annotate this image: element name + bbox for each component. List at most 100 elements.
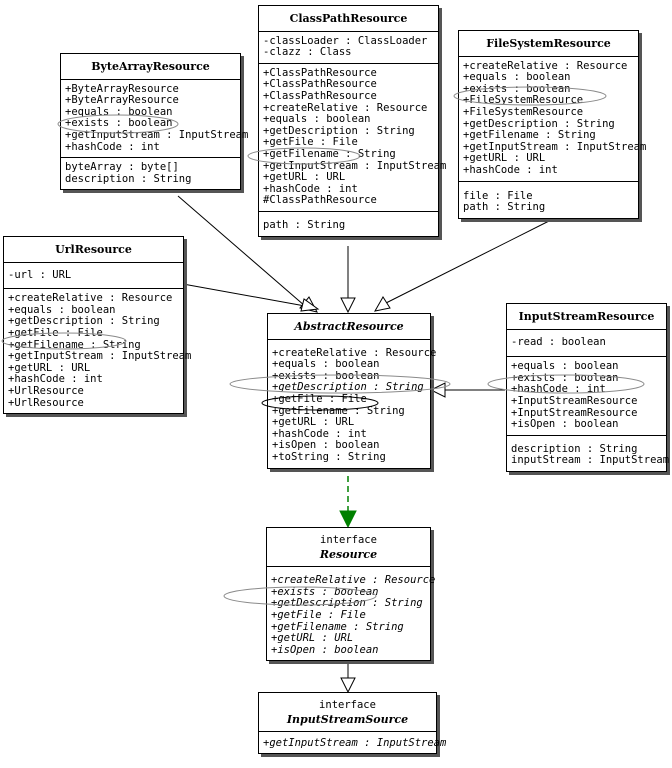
method: +ByteArrayResource [65, 94, 179, 107]
method: +getDescription : String [8, 315, 160, 328]
interface-inputstreamsource: interface InputStreamSource +getInputStr… [258, 692, 446, 754]
method: +ByteArrayResource [65, 82, 179, 95]
method: +getInputStream : InputStream [463, 140, 647, 153]
method: +getURL : URL [271, 632, 354, 645]
methods-section: +createRelative : Resource +equals : boo… [459, 57, 647, 182]
bytearray-generalization-line [177, 195, 306, 307]
classpath-generalization-arrowhead [340, 297, 356, 314]
method: +isOpen : boolean [272, 439, 380, 452]
resource-realization-arrowhead [339, 510, 357, 529]
field: -clazz : Class [263, 46, 352, 59]
interface-resource: interface Resource +createRelative : Res… [266, 527, 436, 662]
method: +getURL : URL [263, 171, 346, 184]
class-name: AbstractResource [268, 314, 430, 340]
method: +createRelative : Resource [271, 574, 436, 587]
class-classpath-resource: ClassPathResource -classLoader : ClassLo… [258, 5, 447, 237]
inputstreamsource-generalization-arrowhead [340, 677, 356, 694]
class-name: ByteArrayResource [61, 54, 240, 80]
method: +InputStreamResource [511, 394, 638, 407]
method: +hashCode : int [263, 182, 358, 195]
methods-section: +ByteArrayResource +ByteArrayResource +e… [61, 80, 249, 159]
class-name: UrlResource [4, 237, 183, 263]
extra-fields-section: path : String [259, 212, 438, 236]
method: +getFilename : String [272, 404, 405, 417]
inputstream-generalization-arrowhead [429, 382, 446, 398]
stereotype-label: interface [320, 534, 377, 546]
field: -url : URL [8, 268, 72, 281]
method: +getFile : File [263, 136, 358, 149]
class-bytearray-resource: ByteArrayResource +ByteArrayResource +By… [60, 53, 249, 191]
fields-section: byteArray : byte[] description : String [61, 158, 240, 189]
field: -read : boolean [511, 335, 606, 348]
method: +hashCode : int [65, 140, 160, 153]
method: +hashCode : int [8, 373, 103, 386]
method: +getFilename : String [463, 129, 596, 142]
class-name: InputStreamSource [286, 712, 409, 726]
stereotype-label: interface [319, 699, 376, 711]
fields-section: -classLoader : ClassLoader -clazz : Clas… [259, 32, 438, 64]
extra-fields-section: description : String inputStream : Input… [507, 436, 670, 471]
method: +createRelative : Resource [8, 292, 173, 305]
methods-section: +createRelative : Resource +exists : boo… [267, 567, 436, 660]
method: +hashCode : int [463, 163, 558, 176]
method: +getFile : File [271, 608, 366, 621]
method: +getURL : URL [463, 152, 546, 165]
class-inputstream-resource: InputStreamResource -read : boolean +equ… [506, 303, 670, 472]
method: +getDescription : String [263, 124, 415, 137]
field: file : File [463, 189, 533, 202]
method: +equals : boolean [65, 105, 173, 118]
method: +FileSystemResource [463, 105, 584, 118]
method: +getInputStream : InputStream [65, 128, 249, 141]
method: +equals : boolean [272, 358, 380, 371]
interface-header: interface InputStreamSource [259, 693, 436, 733]
class-name: ClassPathResource [259, 6, 438, 32]
method: +getFile : File [8, 326, 103, 339]
class-abstract-resource: AbstractResource +createRelative : Resou… [267, 313, 437, 469]
method: #ClassPathResource [263, 194, 377, 207]
method: +createRelative : Resource [263, 101, 428, 114]
fields-section: -url : URL [4, 263, 183, 290]
class-name: FileSystemResource [459, 31, 638, 57]
class-url-resource: UrlResource -url : URL +createRelative :… [3, 236, 192, 415]
url-generalization-arrowhead [300, 298, 320, 312]
method: +getURL : URL [8, 361, 91, 374]
method: +getInputStream : InputStream [8, 350, 192, 363]
methods-section: +createRelative : Resource +equals : boo… [268, 340, 437, 468]
methods-section: +createRelative : Resource +equals : boo… [4, 289, 192, 413]
method: +isOpen : boolean [271, 643, 379, 656]
method: +ClassPathResource [263, 78, 377, 91]
method: +isOpen : boolean [511, 418, 619, 431]
method: +hashCode : int [272, 427, 367, 440]
class-name: InputStreamResource [507, 304, 666, 330]
filesystem-generalization-arrowhead [374, 296, 391, 312]
methods-section: +equals : boolean +exists : boolean +has… [507, 357, 666, 436]
method: +getURL : URL [272, 416, 355, 429]
method: +toString : String [272, 450, 386, 463]
method: +UrlResource [8, 396, 84, 409]
field: path : String [463, 201, 546, 214]
field: description : String [65, 172, 192, 185]
fields-section: file : File path : String [459, 182, 638, 218]
method: +createRelative : Resource [272, 346, 437, 359]
method: +equals : boolean [263, 113, 371, 126]
method: +getFile : File [272, 392, 367, 405]
method: +equals : boolean [463, 71, 571, 84]
method: +equals : boolean [8, 303, 116, 316]
method: +getDescription : String [463, 117, 615, 130]
class-name: Resource [319, 547, 378, 561]
field: description : String [511, 442, 638, 455]
class-filesystem-resource: FileSystemResource +createRelative : Res… [458, 30, 647, 219]
method: +ClassPathResource [263, 66, 377, 79]
field: -classLoader : ClassLoader [263, 34, 428, 47]
field: inputStream : InputStream [511, 454, 670, 467]
method: +ClassPathResource [263, 89, 377, 102]
method: +getFilename : String [263, 147, 396, 160]
fields-section: -read : boolean [507, 330, 666, 358]
method: +getInputStream : InputStream [263, 159, 447, 172]
field: path : String [263, 218, 346, 231]
method: +equals : boolean [511, 360, 619, 373]
method: +InputStreamResource [511, 406, 638, 419]
methods-section: +getInputStream : InputStream [259, 732, 446, 753]
field: byteArray : byte[] [65, 161, 179, 174]
